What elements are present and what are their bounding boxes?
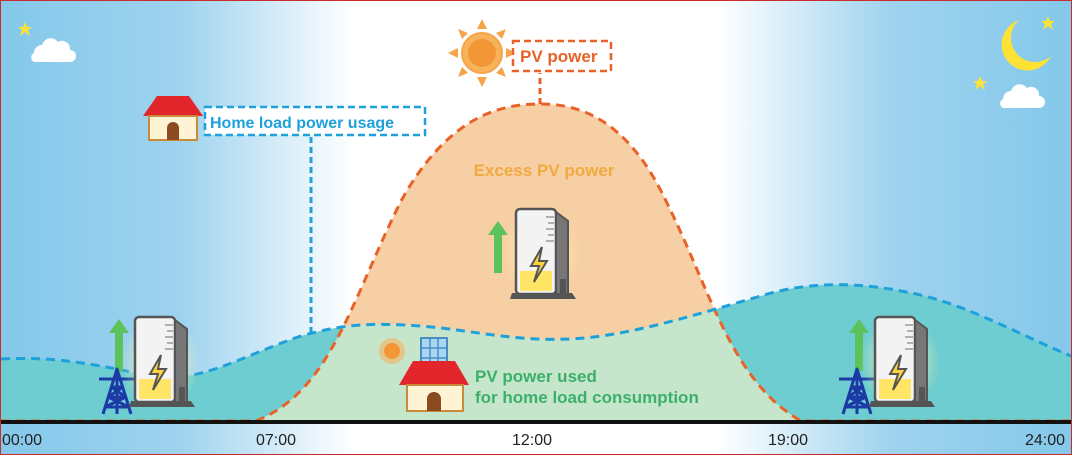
house-icon xyxy=(399,361,469,412)
pv-used-label-line1: PV power used xyxy=(475,367,597,386)
home-load-label-box xyxy=(203,105,427,137)
excess-pv-label: Excess PV power xyxy=(474,161,615,180)
time-label-0: 00:00 xyxy=(2,432,42,449)
time-label-4: 24:00 xyxy=(1025,432,1065,449)
time-label-3: 19:00 xyxy=(768,432,808,449)
battery-icon xyxy=(118,314,202,410)
home-load-label: Home load power usage xyxy=(210,115,394,132)
time-label-1: 07:00 xyxy=(256,432,296,449)
pv-label-box xyxy=(511,39,613,73)
time-label-2: 12:00 xyxy=(512,432,552,449)
battery-icon xyxy=(499,206,583,302)
battery-icon xyxy=(858,314,942,410)
pv-used-label-line2: for home load consumption xyxy=(475,388,699,407)
pv-power-label: PV power xyxy=(520,47,598,66)
moon-icon xyxy=(1001,20,1051,71)
small-sun-icon xyxy=(379,338,405,364)
time-axis-line xyxy=(1,420,1071,424)
house-icon xyxy=(143,96,203,141)
sun-icon xyxy=(448,19,516,87)
